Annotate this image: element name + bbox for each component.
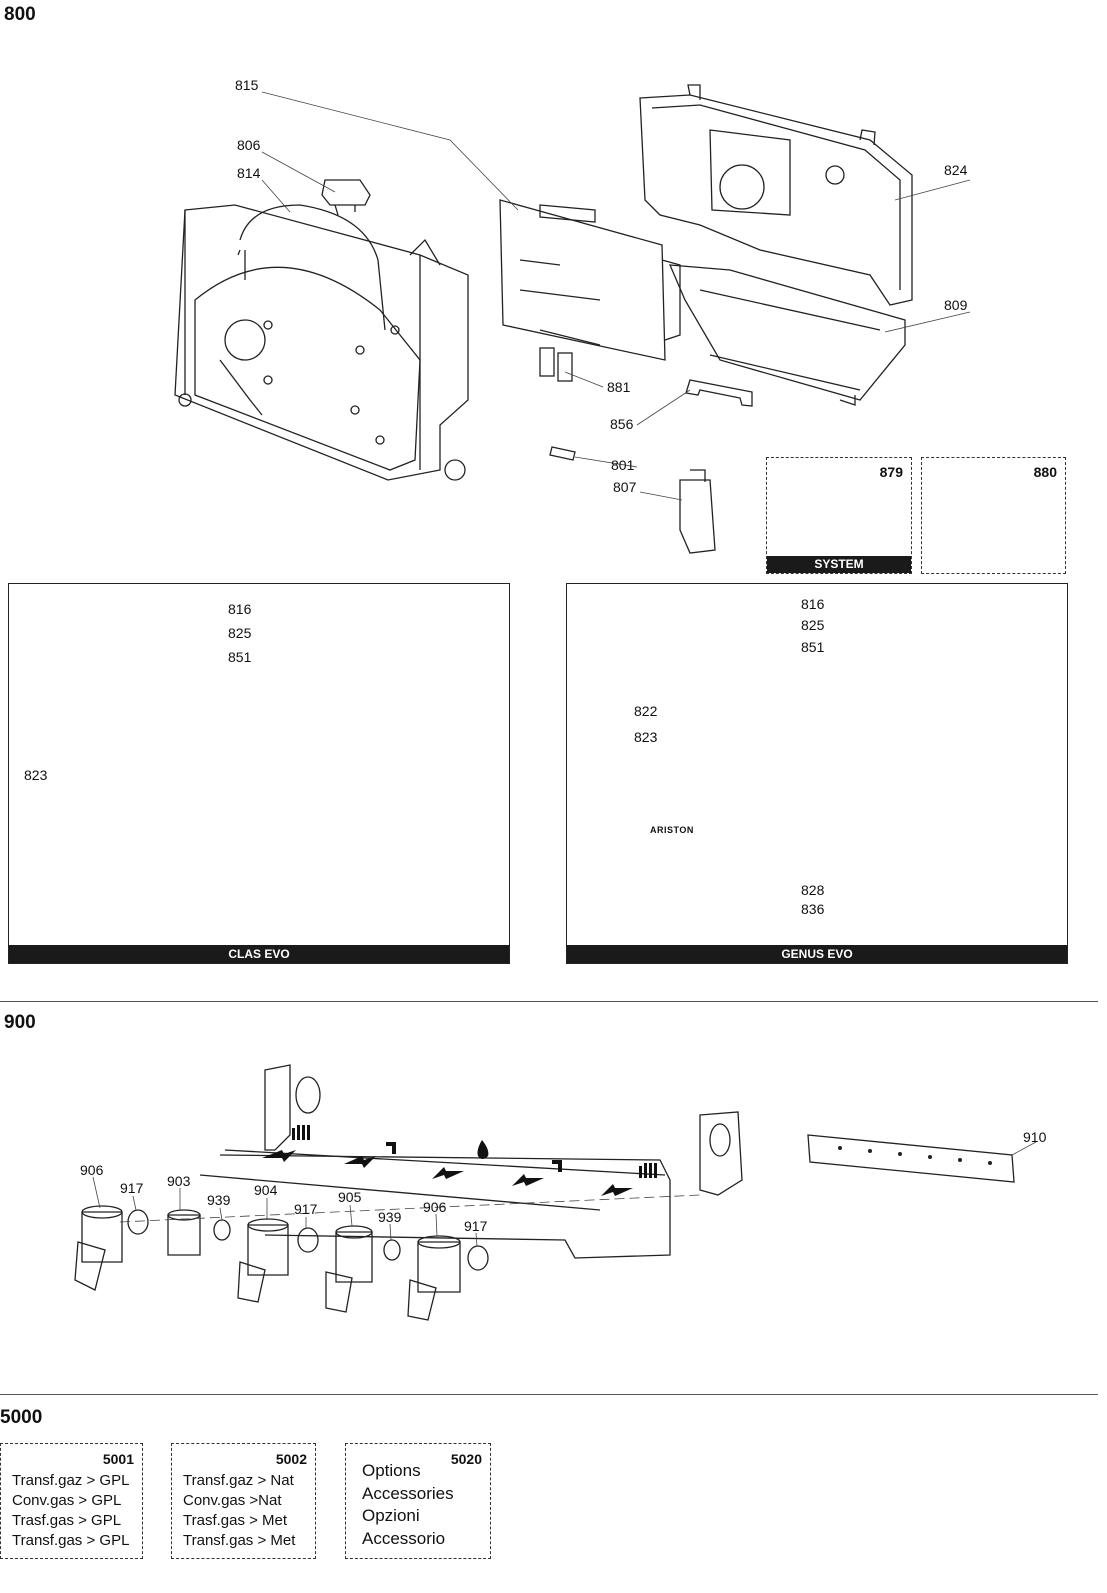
part-910-rail xyxy=(807,1134,1015,1183)
callout-917-right: 917 xyxy=(464,1218,488,1234)
kit-5002-line-1: Transf.gaz > Nat xyxy=(183,1472,294,1489)
part-856-bracket xyxy=(685,379,753,407)
valve-906-right xyxy=(407,1235,489,1321)
callout-801: 801 xyxy=(611,457,635,473)
control-box-housing xyxy=(174,204,469,481)
callout-807: 807 xyxy=(613,479,637,495)
valve-906-left xyxy=(74,1205,149,1291)
clas-evo-label: CLAS EVO xyxy=(9,945,509,963)
callout-genus-825: 825 xyxy=(801,617,825,633)
callout-906-right: 906 xyxy=(423,1199,447,1215)
callout-910: 910 xyxy=(1023,1129,1047,1145)
kit-5001-line-2: Conv.gas > GPL xyxy=(12,1492,122,1509)
genus-evo-panel: GENUS EVO xyxy=(566,583,1068,964)
callout-genus-851: 851 xyxy=(801,639,825,655)
callout-917-left: 917 xyxy=(120,1180,144,1196)
divider-800-900 xyxy=(0,1001,1098,1002)
kit-5002-code: 5002 xyxy=(275,1451,307,1467)
callout-genus-823: 823 xyxy=(634,729,658,745)
valve-904 xyxy=(237,1218,319,1303)
part-815-pcb xyxy=(499,199,681,361)
callout-clas-823: 823 xyxy=(24,767,48,783)
kit-5020-box: 5020 Options Accessories Opzioni Accesso… xyxy=(345,1443,491,1559)
kit-5001-line-4: Transf.gas > GPL xyxy=(12,1532,130,1549)
section-title-800: 800 xyxy=(4,4,36,25)
valve-905 xyxy=(325,1225,401,1313)
callout-906-left: 906 xyxy=(80,1162,104,1178)
part-807-transformer xyxy=(679,469,716,554)
genus-evo-label: GENUS EVO xyxy=(567,945,1067,963)
callout-903: 903 xyxy=(167,1173,191,1189)
kit-5002-line-2: Conv.gas >Nat xyxy=(183,1492,282,1509)
clas-evo-panel: CLAS EVO xyxy=(8,583,510,964)
part-806-clip xyxy=(321,179,371,216)
callout-genus-822: 822 xyxy=(634,703,658,719)
kit-5020-line-4: Accessorio xyxy=(362,1528,446,1548)
system-label: SYSTEM xyxy=(767,556,911,573)
callout-917-mid: 917 xyxy=(294,1201,318,1217)
callout-clas-825: 825 xyxy=(228,625,252,641)
callout-905: 905 xyxy=(338,1189,362,1205)
callout-clas-851: 851 xyxy=(228,649,252,665)
box-880-code: 880 xyxy=(1033,464,1057,480)
kit-5002-box: 5002 Transf.gaz > Nat Conv.gas >Nat Tras… xyxy=(171,1443,316,1559)
divider-900-5000 xyxy=(0,1394,1098,1395)
callout-genus-836: 836 xyxy=(801,901,825,917)
kit-5001-line-3: Trasf.gas > GPL xyxy=(12,1512,122,1529)
valve-903 xyxy=(167,1209,231,1256)
callout-clas-816: 816 xyxy=(228,601,252,617)
leader-lines-800 xyxy=(261,91,971,501)
part-881-relays xyxy=(539,347,573,382)
kit-5002-line-3: Trasf.gas > Met xyxy=(183,1512,288,1529)
section-title-900: 900 xyxy=(4,1012,36,1033)
callout-856: 856 xyxy=(610,416,634,432)
kit-5002-line-4: Transf.gas > Met xyxy=(183,1532,296,1549)
kit-5001-line-1: Transf.gaz > GPL xyxy=(12,1472,130,1489)
callout-939-left: 939 xyxy=(207,1192,231,1208)
kit-5001-box: 5001 Transf.gaz > GPL Conv.gas > GPL Tra… xyxy=(0,1443,143,1559)
part-824-cover xyxy=(639,84,913,306)
kit-5020-code: 5020 xyxy=(450,1451,482,1467)
callout-824: 824 xyxy=(944,162,968,178)
callout-806: 806 xyxy=(237,137,261,153)
kit-5020-line-3: Opzioni xyxy=(362,1506,420,1525)
part-801-fuse xyxy=(549,446,576,461)
callout-815: 815 xyxy=(235,77,259,93)
section-title-5000: 5000 xyxy=(0,1407,43,1428)
box-879: 879 SYSTEM xyxy=(766,457,912,574)
kit-5020-line-2: Accessories xyxy=(362,1483,454,1503)
callout-809: 809 xyxy=(944,297,968,313)
callout-genus-828: 828 xyxy=(801,882,825,898)
box-880: 880 xyxy=(921,457,1066,574)
kit-5001-code: 5001 xyxy=(102,1451,134,1467)
callout-genus-816: 816 xyxy=(801,596,825,612)
part-809-tray xyxy=(668,264,906,406)
callout-881: 881 xyxy=(607,379,631,395)
callout-904: 904 xyxy=(254,1182,278,1198)
callout-814: 814 xyxy=(237,165,261,181)
ariston-brand: ARISTON xyxy=(650,825,694,835)
box-879-code: 879 xyxy=(879,464,903,480)
callout-939-right: 939 xyxy=(378,1209,402,1225)
kit-5020-line-1: Options xyxy=(362,1461,421,1480)
